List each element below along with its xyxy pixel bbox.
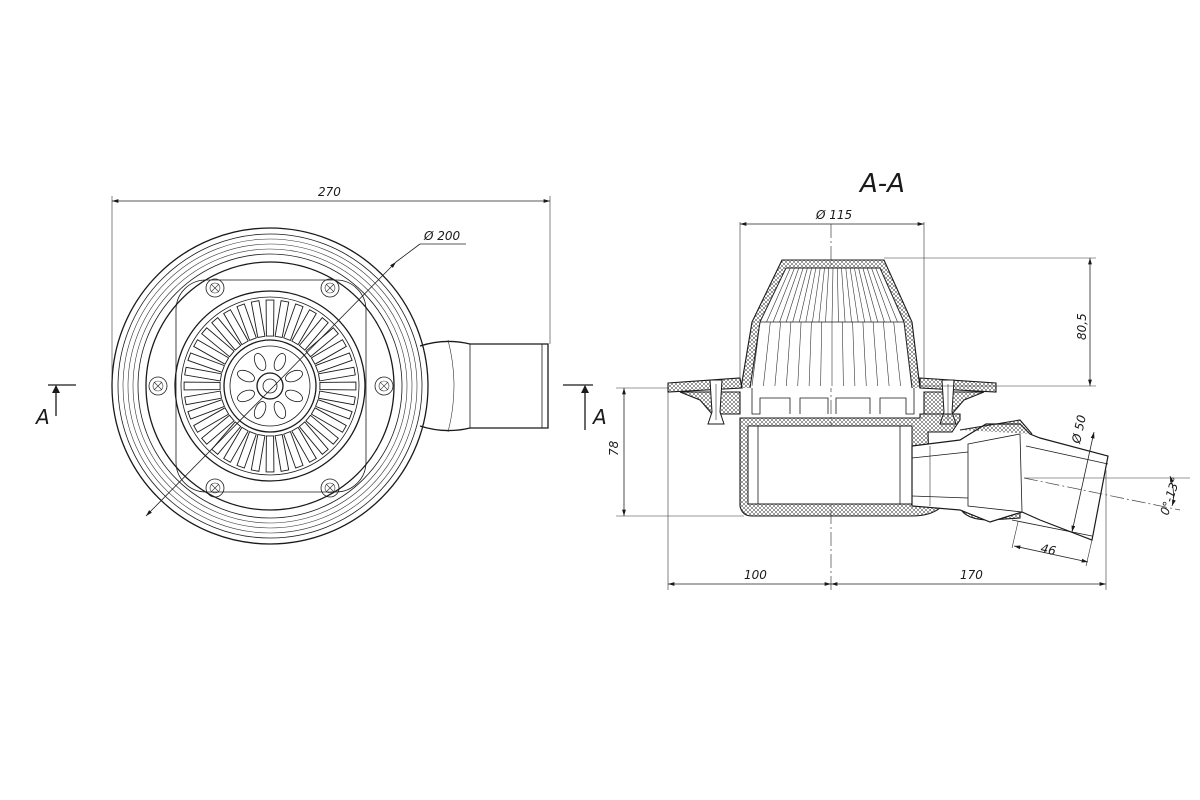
dim-top-diameter-label: Ø 115 [815, 208, 852, 222]
dim-outlet-length-label: 46 [1039, 541, 1057, 558]
dim-outlet-diameter-label: Ø 50 [1069, 413, 1089, 445]
outer-ring [111, 227, 429, 545]
grate-center [237, 353, 303, 419]
grate-slot [265, 435, 275, 473]
section-mark-right-label: A [591, 405, 607, 429]
grate-slot [319, 381, 357, 391]
dim-right-offset-label: 170 [960, 568, 983, 582]
screw-icon [205, 478, 225, 498]
dim-body-height-label: 78 [607, 440, 621, 456]
section-mark-left-label: A [34, 405, 50, 429]
grate-slots [183, 299, 357, 473]
screw-icon [148, 376, 168, 396]
grate-slot [183, 381, 221, 391]
dim-grate-diameter-label: Ø 200 [423, 229, 461, 243]
dim-outlet-length [1013, 545, 1089, 563]
dim-slope-label: 0°-13° [1158, 475, 1183, 517]
plan-outlet-pipe [419, 339, 549, 433]
plan-view: A A 270 Ø 200 [34, 185, 607, 545]
grate-slot [265, 299, 275, 337]
screw-icon [205, 278, 225, 298]
section-view: A-A [607, 169, 1190, 592]
dim-overall-width-label: 270 [318, 185, 341, 199]
flange-section [667, 377, 997, 425]
dim-grate-diameter [145, 261, 397, 517]
screw-icon [320, 278, 340, 298]
screw-icon [374, 376, 394, 396]
dim-dome-height-label: 80,5 [1075, 313, 1089, 340]
dim-left-offset-label: 100 [744, 568, 767, 582]
flange-ring [145, 261, 395, 511]
dome-grate [740, 259, 921, 415]
section-title: A-A [858, 169, 905, 199]
section-outlet-pipe [911, 419, 1109, 541]
dim-outlet-diameter [1071, 431, 1095, 533]
